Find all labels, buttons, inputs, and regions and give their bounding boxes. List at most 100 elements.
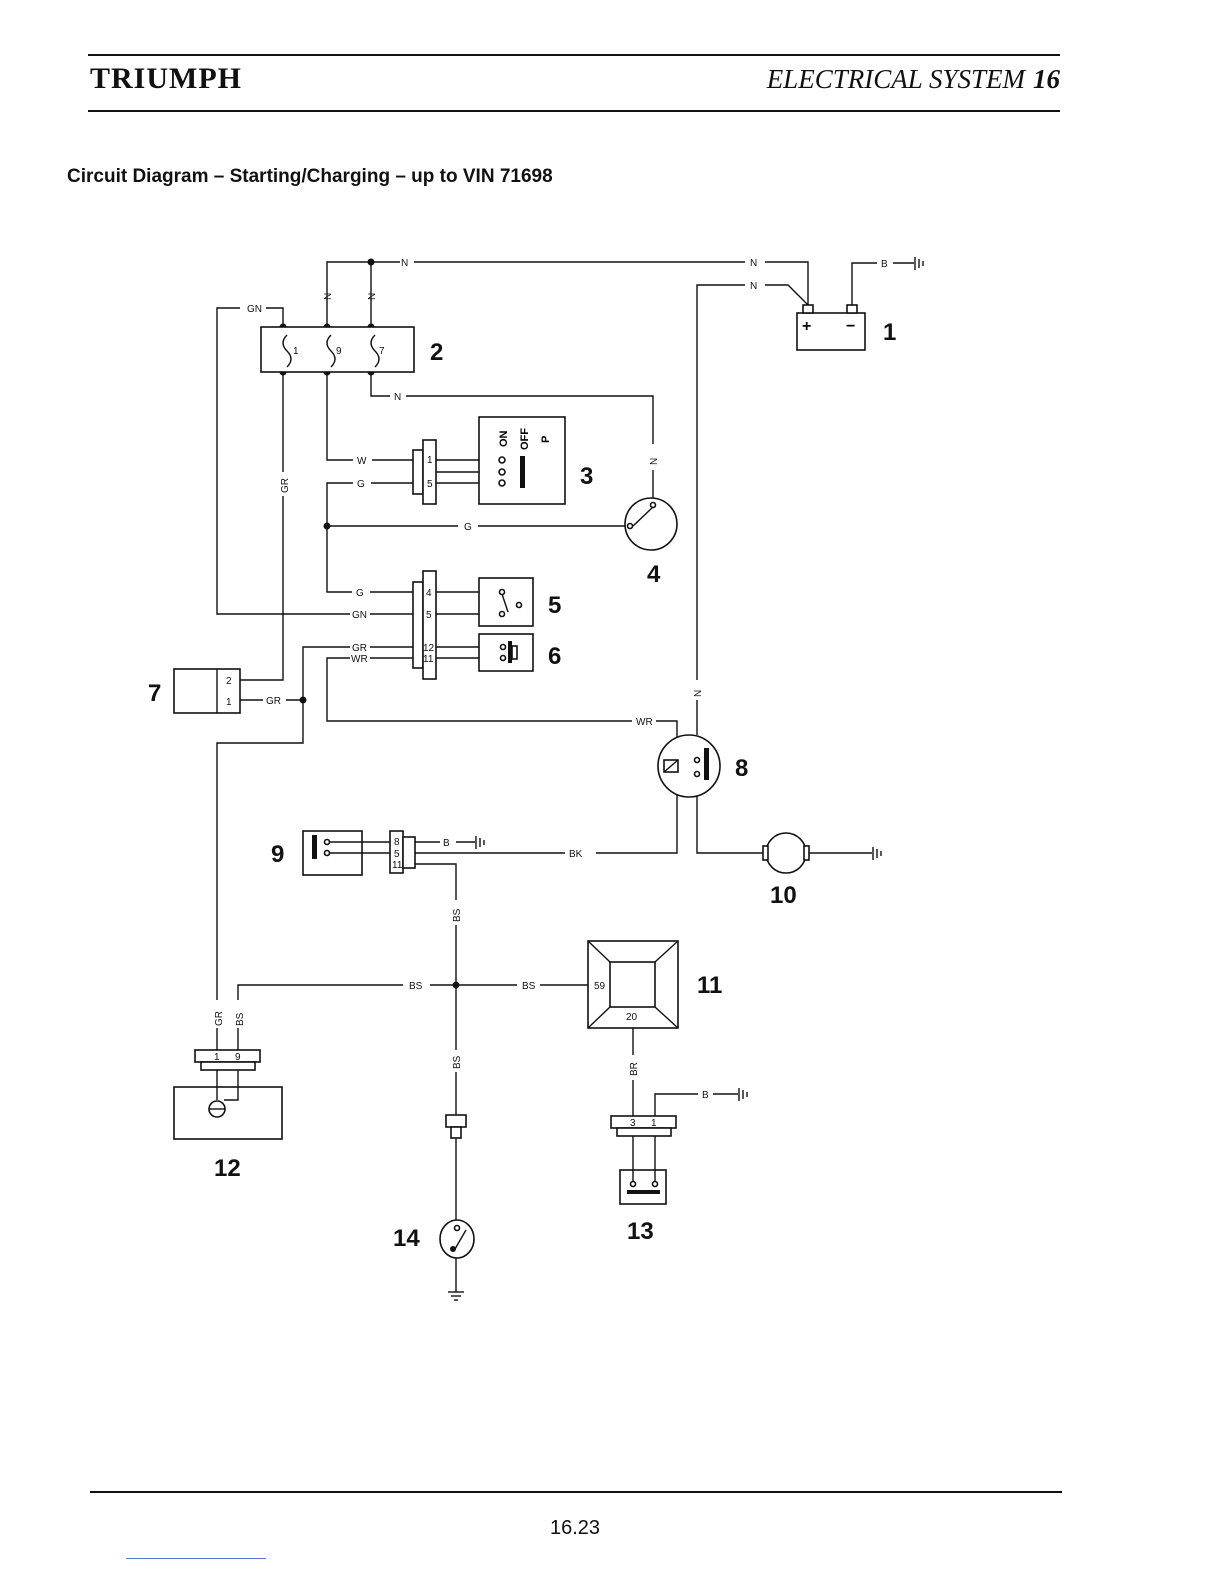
- wire-label-n-5: N: [367, 293, 378, 300]
- wire-label-bs-1: BS: [452, 908, 463, 922]
- starter-relay-contact: [312, 835, 317, 859]
- battery-neg-label: −: [846, 318, 855, 335]
- component-number-13: 13: [627, 1218, 654, 1245]
- alternator-term-a: [631, 1182, 636, 1187]
- wire-label-n-1: N: [401, 258, 408, 269]
- wire-label-gr-3: GR: [266, 696, 281, 707]
- neutral-switch: [625, 498, 677, 550]
- ignition-contact-a: [499, 457, 505, 463]
- connector-2-pin-c: 7: [379, 346, 385, 357]
- oil-pressure-switch: [440, 1115, 474, 1258]
- wire-label-bs-3: BS: [522, 981, 536, 992]
- interlock-unit: 2 1: [174, 669, 240, 713]
- connector-3-body: [423, 440, 436, 504]
- wire-label-g-2: G: [464, 522, 472, 533]
- wire-label-gr-1: GR: [280, 478, 291, 493]
- component-number-12: 12: [214, 1155, 241, 1182]
- wire-label-bs-4: BS: [235, 1012, 246, 1026]
- alternator-term-b: [653, 1182, 658, 1187]
- connector-12-pin-b: 9: [235, 1052, 241, 1063]
- wire-label-g-1: G: [357, 479, 365, 490]
- starter-motor-terminal-b: [804, 846, 809, 860]
- starter-button-cap: [512, 646, 517, 659]
- wire-b-13: [655, 1094, 698, 1116]
- regulator-inner: [610, 962, 655, 1007]
- wire-label-wr-2: WR: [636, 717, 653, 728]
- alternator-body: [620, 1170, 666, 1204]
- warning-light-body: [174, 1087, 282, 1139]
- component-number-1: 1: [883, 319, 896, 346]
- wire-label-n-7: N: [649, 458, 660, 465]
- switch-pos-off: OFF: [519, 428, 531, 450]
- wire-gr-to-12: [217, 700, 303, 1000]
- starter-contact-b: [501, 656, 506, 661]
- component-number-10: 10: [770, 882, 797, 909]
- clutch-switch: [479, 578, 533, 626]
- component-number-6: 6: [548, 643, 561, 670]
- ignition-contact-c: [499, 480, 505, 486]
- wire-label-br: BR: [629, 1062, 640, 1076]
- wire-label-g-3: G: [356, 588, 364, 599]
- interlock-pin-b: 1: [226, 697, 232, 708]
- clutch-contact-b: [500, 612, 505, 617]
- wire-bk-b: [596, 778, 677, 853]
- starter-solenoid: [658, 735, 720, 797]
- regulator-pin-a: 59: [594, 981, 606, 992]
- connector-center-pin-d: 11: [423, 654, 434, 665]
- neutral-switch-contact-a: [651, 503, 656, 508]
- connector-2-pin-a: 1: [293, 346, 299, 357]
- connector-block-2: 1 9 7: [261, 327, 414, 372]
- ignition-contact-b: [499, 469, 505, 475]
- wire-w: [327, 372, 353, 460]
- connector-center-shell: [413, 582, 423, 668]
- wire-n-solenoid: [697, 285, 745, 680]
- starter-solenoid-term-a: [695, 758, 700, 763]
- connector-9-shell: [403, 837, 415, 868]
- starter-relay-term-a: [325, 840, 330, 845]
- component-number-11: 11: [697, 972, 722, 999]
- starter-motor: [763, 833, 809, 873]
- wire-gr-vert-b: [240, 496, 283, 680]
- connector-3-shell: [413, 450, 423, 494]
- component-number-9: 9: [271, 841, 284, 868]
- wire-n-top: [327, 262, 400, 327]
- battery-post-neg: [847, 305, 857, 313]
- wire-label-bs-5: BS: [452, 1055, 463, 1069]
- wire-label-n-6: N: [394, 392, 401, 403]
- connector-14-body: [446, 1115, 466, 1127]
- ignition-contact-bar: [520, 456, 525, 488]
- page-number: 16.23: [0, 1517, 1150, 1540]
- component-number-3: 3: [580, 463, 593, 490]
- connector-9-pin-c: 11: [392, 860, 403, 871]
- wire-label-b-1: B: [881, 259, 888, 270]
- wire-label-gn-1: GN: [247, 304, 262, 315]
- starter-relay-term-b: [325, 851, 330, 856]
- wire-g-a: [327, 483, 353, 592]
- junction-g: [324, 523, 331, 530]
- wire-label-gr-4: GR: [214, 1011, 225, 1026]
- wire-label-gr-2: GR: [352, 643, 367, 654]
- starter-relay: 8 5 11: [303, 831, 415, 875]
- wire-bs-9: [415, 864, 456, 900]
- wire-label-n-3: N: [750, 281, 757, 292]
- starter-solenoid-term-b: [695, 772, 700, 777]
- wire-gn-b: [266, 308, 283, 327]
- wire-label-n-2: N: [750, 258, 757, 269]
- connector-3-pin-b: 5: [427, 479, 433, 490]
- ignition-switch: ON OFF P: [479, 417, 565, 504]
- connector-2-pin-b: 9: [336, 346, 342, 357]
- alternator: 3 1: [611, 1116, 676, 1204]
- wire-label-b-3: B: [702, 1090, 709, 1101]
- connector-13-pin-a: 3: [630, 1118, 636, 1129]
- connector-center-pin-c: 12: [423, 643, 435, 654]
- junction-n-top: [368, 259, 375, 266]
- connector-12-shell: [201, 1062, 255, 1070]
- starter-contact-a: [501, 645, 506, 650]
- component-number-7: 7: [148, 680, 161, 707]
- wire-label-n-4: N: [323, 293, 334, 300]
- connector-14-shell: [451, 1127, 461, 1138]
- connector-13-body: [611, 1116, 676, 1128]
- switch-pos-on: ON: [498, 430, 510, 447]
- wire-label-wr-1: WR: [351, 654, 368, 665]
